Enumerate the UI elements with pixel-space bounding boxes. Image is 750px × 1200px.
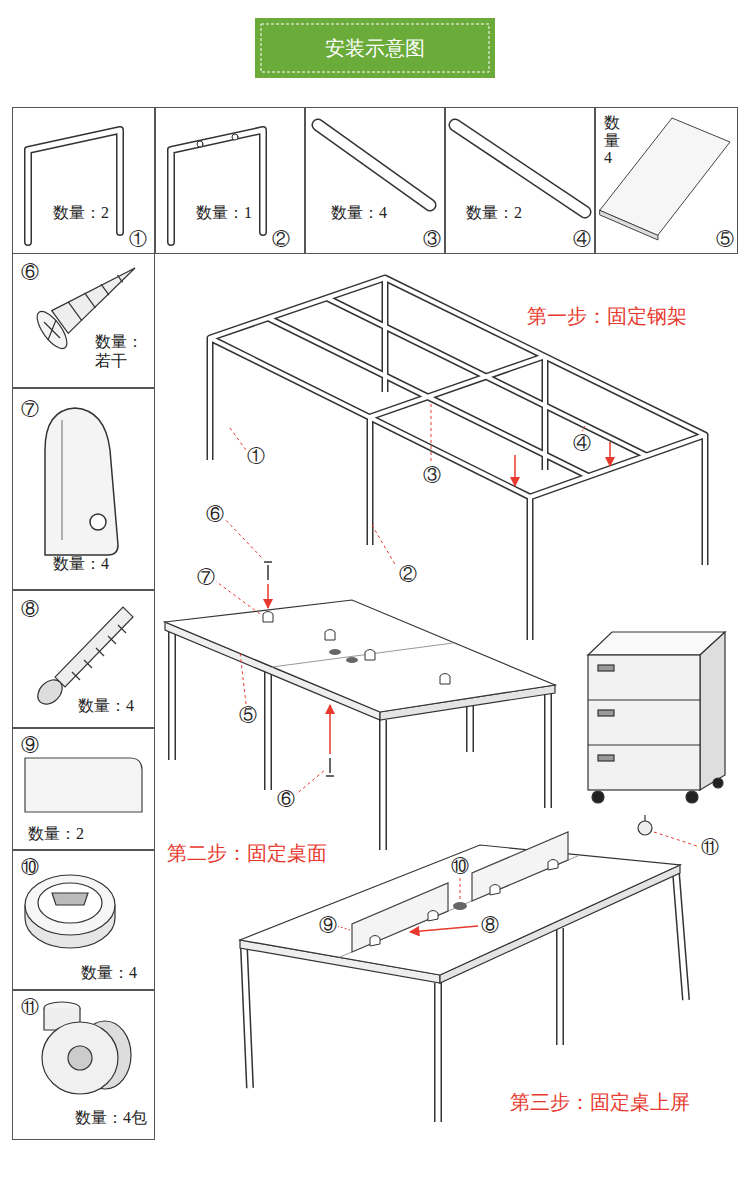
quantity-text: 数量：4 <box>78 696 134 715</box>
quantity-text: 数量：4 <box>53 554 109 573</box>
leader-line <box>230 404 610 566</box>
panel-icon <box>25 758 142 812</box>
step-label: 第一步：固定钢架 <box>525 306 689 327</box>
callout-number: ③ <box>423 229 441 251</box>
part-cell: ⑦ 数量：4 <box>12 388 155 590</box>
callout-number: ⑩ <box>450 857 470 876</box>
part-cell: ⑥ 数量： 若干 <box>12 253 155 388</box>
bracket-icon <box>45 408 118 555</box>
part-cell: 数量：1 ② <box>155 107 305 254</box>
screw-small <box>264 562 334 776</box>
quantity-text: 数量：4 <box>81 963 137 982</box>
desk-step2 <box>165 600 555 850</box>
part-cell: ⑩ 数量：4 <box>12 850 155 990</box>
callout-number: ⑥ <box>21 262 39 284</box>
callout-number: ① <box>129 229 147 251</box>
callout-number: ⑥ <box>205 505 225 524</box>
leader-line <box>654 832 697 846</box>
callout-number: ⑨ <box>318 916 338 935</box>
quantity-text: 数量：1 <box>196 203 252 222</box>
callout-number: ① <box>246 447 266 466</box>
callout-number: ⑦ <box>21 399 39 421</box>
title-text: 安装示意图 <box>255 18 495 78</box>
part-cell: ⑪ 数量：4包 <box>12 990 155 1140</box>
part-cell: ⑧ 数量：4 <box>12 590 155 728</box>
callout-number: ⑩ <box>21 857 39 879</box>
part-cell: 数量：4 ③ <box>305 107 445 254</box>
quantity-text: 数量：2 <box>53 203 109 222</box>
callout-number: ⑨ <box>21 735 39 757</box>
step-label: 第三步：固定桌上屏 <box>508 1092 692 1113</box>
leader-line <box>337 878 478 932</box>
quantity-text: 数量：2 <box>28 824 84 843</box>
quantity-text: 数量： 若干 <box>95 332 151 370</box>
quantity-text: 数量：4 <box>331 203 387 222</box>
title-banner <box>255 18 495 78</box>
quantity-text: 数量：4包 <box>75 1108 147 1127</box>
part-cell: 数量：2 ① <box>12 107 155 254</box>
drawer-cabinet <box>588 632 725 835</box>
callout-number: ⑥ <box>276 790 296 809</box>
grommet-icon <box>25 875 115 948</box>
desk-step3 <box>240 832 686 1122</box>
bolt-icon <box>33 607 133 709</box>
callout-number: ④ <box>573 229 591 251</box>
part-cell: 数量：2 ④ <box>445 107 595 254</box>
quantity-text: 数量 4 <box>604 114 620 167</box>
part-icon <box>28 118 730 242</box>
steel-frame <box>210 278 705 640</box>
part-cell: 数量 4 ⑤ <box>595 107 738 254</box>
leader-line <box>214 516 330 796</box>
callout-number: ⑪ <box>700 838 720 857</box>
callout-number: ② <box>272 229 290 251</box>
callout-number: ④ <box>572 434 592 453</box>
step-label: 第二步：固定桌面 <box>165 843 329 864</box>
callout-number: ② <box>398 565 418 584</box>
callout-number: ⑧ <box>21 599 39 621</box>
quantity-text: 数量：2 <box>466 203 522 222</box>
callout-number: ⑦ <box>196 568 216 587</box>
callout-number: ⑪ <box>21 997 39 1019</box>
callout-number: ③ <box>422 466 442 485</box>
callout-number: ⑧ <box>480 916 500 935</box>
caster-icon <box>42 1002 131 1094</box>
part-cell: ⑨ 数量：2 <box>12 728 155 850</box>
callout-number: ⑤ <box>716 229 734 251</box>
callout-number: ⑤ <box>238 706 258 725</box>
